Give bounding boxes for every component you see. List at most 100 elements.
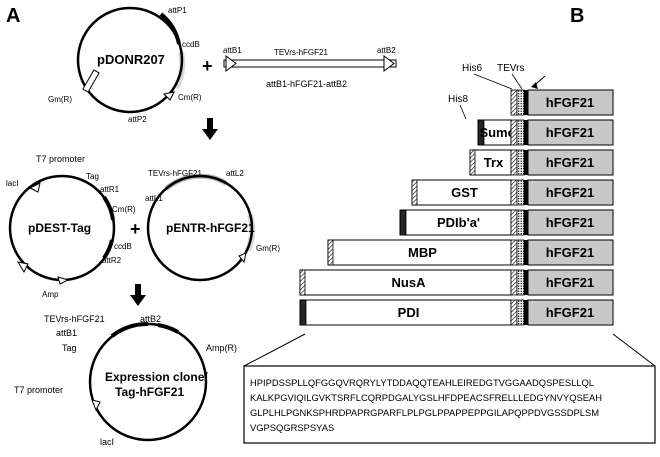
pentr-tevrs: TEVrs-hFGF21: [148, 169, 202, 178]
pdest-amp: Amp: [42, 290, 59, 299]
pdest-attr2: attR2: [102, 256, 122, 265]
expression-laci: lacI: [100, 437, 114, 447]
tag-label: GST: [451, 185, 478, 200]
cleavage-marker: [524, 90, 528, 115]
tevrs-linker: [516, 269, 525, 296]
hfgf21-label: hFGF21: [546, 215, 594, 230]
sequence-line-2: KALKPGVIQILGVKTSRFLCQRPDGALYGSLHFDPEACSF…: [250, 392, 602, 403]
cleavage-marker: [524, 120, 528, 145]
expression-clone-name-2: Tag-hFGF21: [115, 385, 184, 399]
hfgf21-box: [527, 149, 614, 176]
his6-segment: [327, 239, 334, 266]
plus-sign-1: +: [202, 56, 213, 76]
expression-t7-promoter: T7 promoter: [14, 385, 63, 395]
construct-row: PDIb'a' hFGF21: [399, 209, 614, 236]
expression-attb1: attB1: [56, 328, 77, 338]
insert-top-label: TEVrs-hFGF21: [274, 48, 328, 57]
insert-fragment: attB1 attB2 TEVrs-hFGF21 attB1-hFGF21-at…: [223, 46, 397, 89]
construct-row: NusA hFGF21: [299, 269, 614, 296]
tevrs-linker: [516, 179, 525, 206]
pdest-cmr: Cm(R): [112, 205, 136, 214]
his6-linker: [510, 209, 518, 236]
sequence-line-4: VGPSQGRSPSYAS: [250, 422, 334, 433]
his6-linker: [510, 269, 518, 296]
tevrs-header: TEVrs: [497, 63, 524, 74]
insert-attb2: attB2: [377, 46, 396, 55]
expression-clone-name-1: Expression clone/: [105, 370, 208, 384]
cleavage-marker: [524, 270, 528, 295]
tevrs-linker: [516, 149, 525, 176]
insert-bottom-label: attB1-hFGF21-attB2: [266, 79, 347, 89]
pdonr207-attp1: attP1: [168, 6, 187, 15]
expression-tag: Tag: [62, 343, 77, 353]
pdest-ccdb: ccdB: [114, 242, 132, 251]
hfgf21-box: [527, 269, 614, 296]
construct-row: hFGF21: [510, 89, 614, 116]
pdest-tag-plasmid: pDEST-Tag T7 promoter Tag attR1 lacI Cm(…: [6, 154, 136, 299]
his6-segment: [411, 179, 418, 206]
expression-tevrs: TEVrs-hFGF21: [44, 314, 105, 324]
tag-box: [469, 149, 512, 176]
tag-box: [327, 239, 512, 266]
tag-box: [299, 269, 512, 296]
panel-label-b: B: [570, 5, 584, 27]
panel-label-a: A: [6, 5, 20, 27]
his6-linker: [510, 299, 518, 326]
his6-header: His6: [462, 63, 482, 74]
tag-box: [411, 179, 512, 206]
his6-segment: [469, 149, 476, 176]
pdest-laci: lacI: [6, 179, 18, 188]
tag-label: Sumo: [479, 125, 515, 140]
tevrs-linker: [516, 209, 525, 236]
his6-segment: [299, 269, 306, 296]
his6-linker: [510, 119, 518, 146]
cleavage-marker: [524, 300, 528, 325]
hfgf21-box: [527, 179, 614, 206]
hfgf21-label: hFGF21: [546, 125, 594, 140]
his8-segment: [477, 119, 485, 146]
hfgf21-label: hFGF21: [546, 245, 594, 260]
pdest-attr1: attR1: [100, 185, 120, 194]
tag-box: [399, 209, 512, 236]
hfgf21-box: [527, 89, 614, 116]
his6-linker: [510, 239, 518, 266]
hfgf21-label: hFGF21: [546, 275, 594, 290]
cleavage-marker: [524, 240, 528, 265]
cleavage-marker: [524, 150, 528, 175]
pentr-gmr: Gm(R): [256, 244, 280, 253]
tevrs-linker: [516, 299, 525, 326]
expression-ampr: Amp(R): [206, 343, 237, 353]
pentr-attl1: attL1: [145, 194, 163, 203]
pdonr207-cmr: Cm(R): [178, 93, 202, 102]
arrow-down-1: [202, 118, 218, 140]
expression-clone-plasmid: Expression clone/ Tag-hFGF21 TEVrs-hFGF2…: [14, 314, 237, 447]
expression-attb2: attB2: [140, 314, 161, 324]
pdonr207-name: pDONR207: [97, 52, 165, 67]
plus-sign-2: +: [130, 219, 141, 239]
pdest-tag-name: pDEST-Tag: [28, 221, 91, 235]
his6-linker: [510, 179, 518, 206]
hfgf21-label: hFGF21: [546, 95, 594, 110]
his6-linker: [510, 149, 518, 176]
pdonr207-gmr: Gm(R): [48, 95, 72, 104]
hfgf21-box: [527, 119, 614, 146]
tag-label: PDIb'a': [437, 215, 480, 230]
tag-label: NusA: [392, 275, 427, 290]
tevrs-linker: [516, 239, 525, 266]
arrow-down-2: [130, 284, 146, 306]
his8-header: His8: [448, 94, 468, 105]
pdonr207-plasmid: pDONR207 attP1 ccdB Cm(R) attP2 Gm(R): [48, 6, 202, 124]
construct-row: GST hFGF21: [411, 179, 614, 206]
hfgf21-box: [527, 299, 614, 326]
pentr-hfgf21-plasmid: pENTR-hFGF21 TEVrs-hFGF21 attL2 attL1 Gm…: [145, 169, 280, 282]
sequence-line-1: HPIPDSSPLLQFGGQVRQRYLYTDDAQQTEAHLEIREDGT…: [250, 377, 594, 388]
tevrs-linker: [516, 89, 525, 116]
sequence-callout: HPIPDSSPLLQFGGQVRQRYLYTDDAQQTEAHLEIREDGT…: [243, 333, 656, 444]
his6-linker: [510, 89, 518, 116]
hfgf21-label: hFGF21: [546, 185, 594, 200]
pentr-hfgf21-name: pENTR-hFGF21: [166, 221, 255, 235]
